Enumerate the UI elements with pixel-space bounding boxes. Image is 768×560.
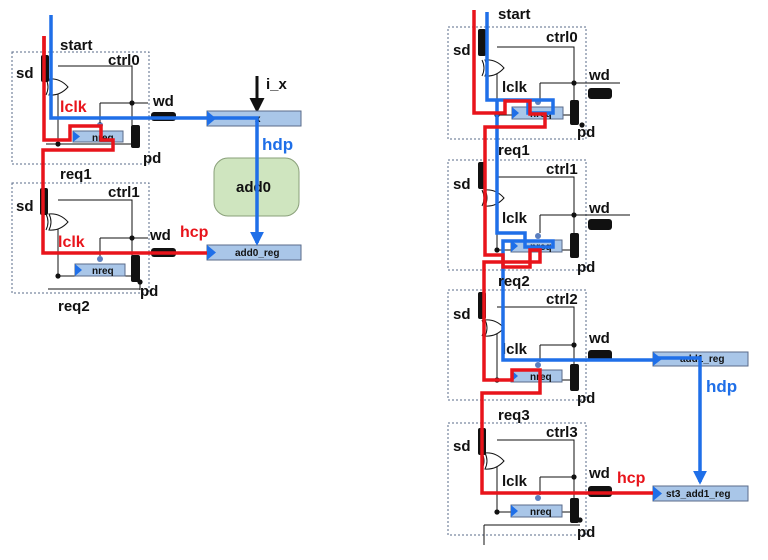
- right-pipeline: ctrl0 sd lclk nreq wd pd ctrl1 sd lclk: [447, 6, 749, 545]
- right-wd1-latch: [588, 219, 612, 230]
- right-sd0-latch: [478, 29, 486, 56]
- right-pd1-label: pd: [577, 259, 595, 276]
- right-nreq3-label: nreq: [530, 507, 552, 518]
- right-pd0-label: pd: [577, 124, 595, 141]
- right-lclk1-label: lclk: [502, 210, 528, 227]
- right-hcp-label: hcp: [617, 470, 646, 487]
- left-hcp-label: hcp: [180, 224, 209, 241]
- right-lclk2-label: lclk: [502, 341, 528, 358]
- left-datapath: i_x x add0 add0_reg wd wd: [149, 76, 302, 261]
- left-lclk1-label: lclk: [58, 234, 85, 251]
- left-ctrl0-box: [11, 51, 150, 165]
- right-wd2-label: wd: [588, 330, 610, 347]
- right-req3-label: req3: [498, 407, 530, 424]
- right-pd3-label: pd: [577, 524, 595, 541]
- left-controller-1: ctrl1 sd lclk nreq pd: [11, 182, 158, 300]
- left-ctrl1-label: ctrl1: [108, 184, 140, 201]
- left-pipeline: ctrl0 sd lclk nreq pd ctrl1 sd: [11, 15, 302, 315]
- left-ctrl1-box: [11, 182, 150, 294]
- right-wd1-label: wd: [588, 200, 610, 217]
- right-hdp-label: hdp: [706, 377, 737, 396]
- left-hcp-path: [41, 36, 207, 255]
- right-ctrl0-label: ctrl0: [546, 29, 578, 46]
- left-hdp-label: hdp: [262, 135, 293, 154]
- right-pd3-latch: [570, 498, 579, 523]
- right-wd0-label: wd: [588, 67, 610, 84]
- right-pd2-latch: [570, 364, 579, 391]
- left-pd1-label: pd: [140, 283, 158, 300]
- right-wd0-latch: [588, 88, 612, 99]
- right-ctrl1-label: ctrl1: [546, 161, 578, 178]
- right-sd3-label: sd: [453, 438, 471, 455]
- left-hdp-path: [49, 15, 257, 243]
- right-reg-st3-label: st3_add1_reg: [666, 489, 730, 500]
- left-sd1-label: sd: [16, 198, 34, 215]
- right-req1-label: req1: [498, 142, 530, 159]
- right-sd1-label: sd: [453, 176, 471, 193]
- right-controller-3: ctrl3 sd lclk nreq wd pd: [447, 422, 612, 545]
- left-ctrl0-label: ctrl0: [108, 52, 140, 69]
- right-pd1-latch: [570, 233, 579, 258]
- right-ctrl2-label: ctrl2: [546, 291, 578, 308]
- left-pd0-latch: [131, 125, 140, 148]
- left-adder-label: add0: [236, 179, 271, 196]
- left-lclk0-label: lclk: [60, 99, 87, 116]
- right-lclk0-label: lclk: [502, 79, 528, 96]
- xor-gate-icon: [45, 213, 69, 231]
- left-start-label: start: [60, 37, 93, 54]
- left-pd0-label: pd: [143, 150, 161, 167]
- right-pd0-latch: [570, 100, 579, 125]
- right-sd0-label: sd: [453, 42, 471, 59]
- right-ctrl3-label: ctrl3: [546, 424, 578, 441]
- right-controller-2: ctrl2 sd lclk nreq wd pd: [447, 289, 612, 407]
- right-sd2-label: sd: [453, 306, 471, 323]
- left-req2-label: req2: [58, 298, 90, 315]
- right-hdp-path: [485, 12, 700, 482]
- left-input-label: i_x: [266, 76, 288, 93]
- right-start-label: start: [498, 6, 531, 23]
- right-lclk3-label: lclk: [502, 473, 528, 490]
- right-hcp-path: [472, 10, 653, 495]
- left-sd0-label: sd: [16, 65, 34, 82]
- xor-gate-icon: [481, 452, 505, 470]
- right-wd3-label: wd: [588, 465, 610, 482]
- left-nreq1-label: nreq: [92, 266, 114, 277]
- right-req2-label: req2: [498, 273, 530, 290]
- left-reg-add0-label: add0_reg: [235, 248, 279, 259]
- right-reg-add1-label: add1_reg: [680, 354, 724, 365]
- left-wd0-label: wd: [152, 93, 174, 110]
- left-pd1-latch: [131, 255, 140, 282]
- right-pd2-label: pd: [577, 390, 595, 407]
- left-req1-label: req1: [60, 166, 92, 183]
- left-wd1-label: wd: [149, 227, 171, 244]
